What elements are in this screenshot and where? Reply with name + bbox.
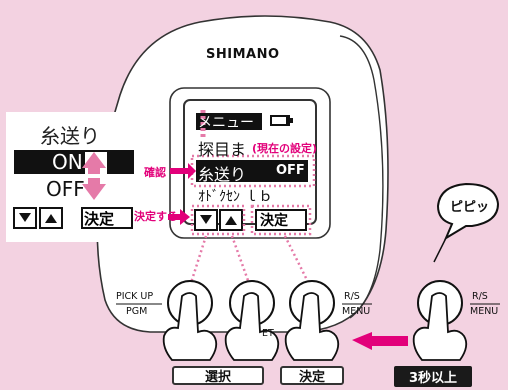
select-label: 選択: [172, 366, 264, 385]
device-side: [339, 35, 384, 319]
lcd-selected-value: OFF: [276, 163, 305, 178]
menu-label: MENU: [342, 306, 371, 317]
decide-label: 決定: [280, 366, 344, 385]
rs-menu-button[interactable]: [290, 281, 334, 325]
zoom-option-on: ON: [52, 150, 83, 174]
center-button[interactable]: [230, 281, 274, 325]
lcd-line4: ｵﾄﾞｸｾﾝ ｌｂ: [198, 189, 273, 205]
pgm-label: PGM: [126, 306, 148, 317]
zoom-panel-title: 糸送り: [40, 124, 100, 148]
rs-menu-button-right[interactable]: [418, 281, 462, 325]
lcd-confirm-key: 決定: [260, 213, 288, 229]
pick-up-button[interactable]: [168, 281, 212, 325]
confirm-annotation: 確認: [144, 166, 166, 179]
menu-right-label: MENU: [470, 306, 499, 317]
brand-logo: SHIMANO: [206, 47, 280, 62]
zoom-option-off: OFF: [46, 177, 85, 201]
lcd-selected-row: [196, 160, 308, 182]
set-partial-label: ET: [262, 328, 274, 339]
lcd-current-setting-note: (現在の設定): [252, 142, 318, 155]
speech-bubble: [436, 182, 500, 241]
pick-up-label: PICK UP: [116, 291, 154, 302]
rs-label: R/S: [344, 291, 360, 302]
hold-duration-badge: 3秒以上: [394, 366, 472, 387]
lcd-line2: 探目ま: [198, 140, 247, 159]
speech-text: ピピッ: [450, 200, 490, 215]
zoom-confirm-key: 決定: [84, 210, 115, 228]
lcd-menu-title: メニュー: [198, 115, 254, 131]
lcd-selected-label: 糸送り: [198, 165, 247, 184]
decide-annotation: 決定する: [134, 210, 178, 223]
rs-right-label: R/S: [472, 291, 488, 302]
